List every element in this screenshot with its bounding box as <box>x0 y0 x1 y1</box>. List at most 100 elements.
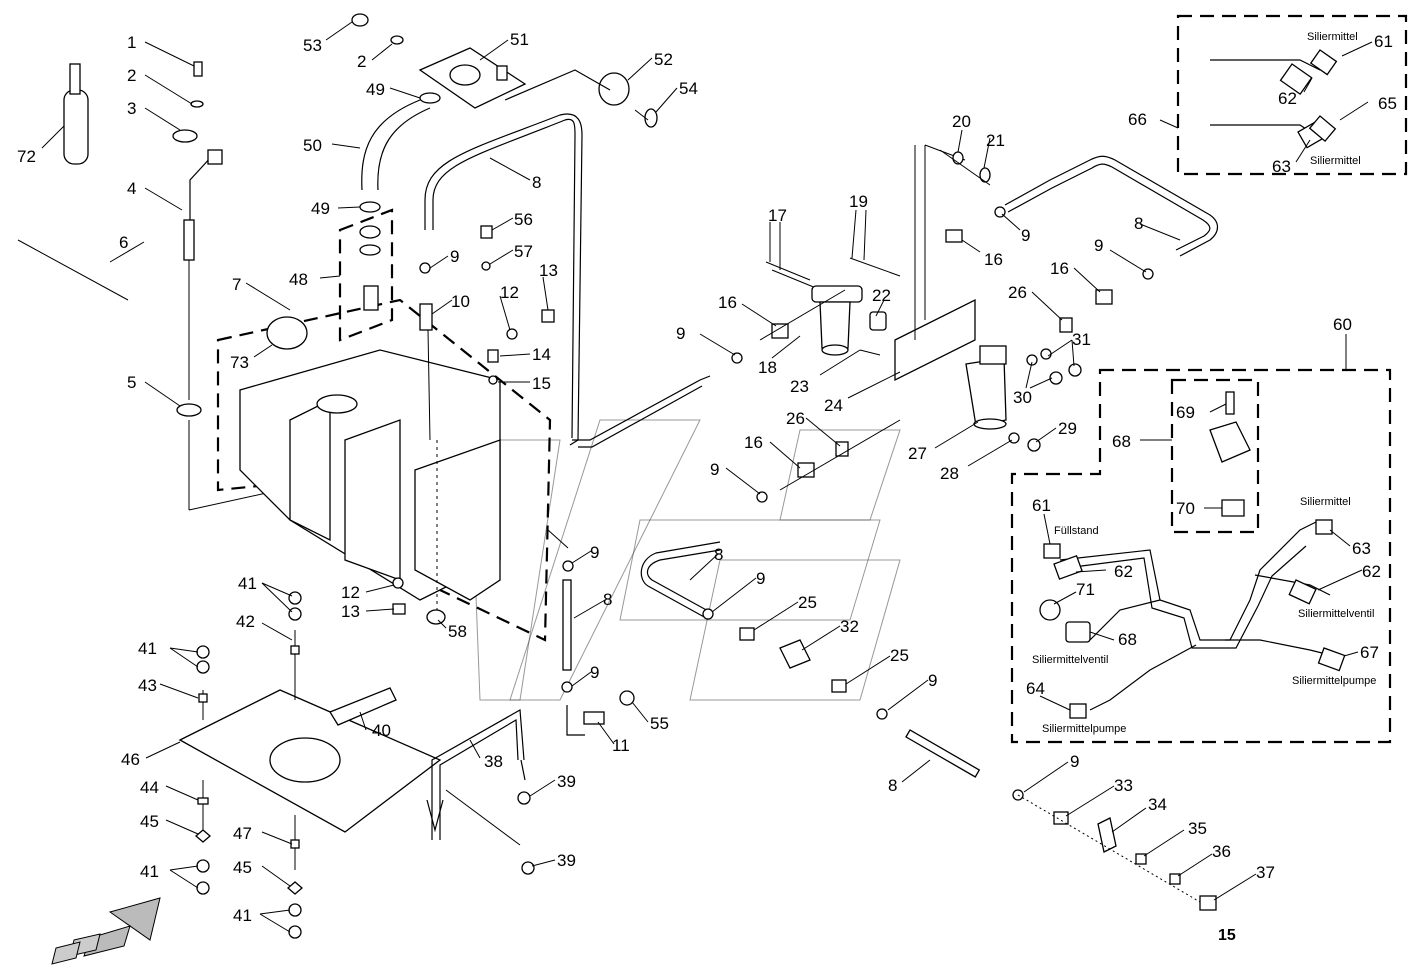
callout-1: 1 <box>127 33 136 52</box>
callout-16b: 16 <box>984 250 1003 269</box>
callout-8d: 8 <box>714 545 723 564</box>
svg-text:Füllstand: Füllstand <box>1054 525 1099 537</box>
cover-51 <box>351 13 658 128</box>
callout-32: 32 <box>840 617 859 636</box>
callout-22: 22 <box>872 286 891 305</box>
cable-tie-6 <box>17 239 129 301</box>
callout-49: 49 <box>366 80 385 99</box>
callout-13b: 13 <box>341 602 360 621</box>
cartridge-72 <box>63 63 89 165</box>
callout-9f: 9 <box>1094 236 1103 255</box>
callout-70: 70 <box>1176 499 1195 518</box>
callout-68b: 68 <box>1118 630 1137 649</box>
callout-31: 31 <box>1072 330 1091 349</box>
callout-69: 69 <box>1176 403 1195 422</box>
callout-numbers: 1 2 3 4 6 5 72 7 73 53 2 49 50 49 48 51 … <box>17 30 1397 925</box>
callout-49b: 49 <box>311 199 330 218</box>
callout-61b: 61 <box>1032 496 1051 515</box>
callout-67: 67 <box>1360 643 1379 662</box>
callout-2b: 2 <box>357 52 366 71</box>
callout-41d: 41 <box>233 906 252 925</box>
callout-5: 5 <box>127 373 136 392</box>
callout-3: 3 <box>127 99 136 118</box>
callout-24: 24 <box>824 396 843 415</box>
callout-58: 58 <box>448 622 467 641</box>
callout-25b: 25 <box>890 646 909 665</box>
svg-text:Siliermittelventil: Siliermittelventil <box>1298 608 1374 620</box>
callout-9g: 9 <box>710 460 719 479</box>
callout-44: 44 <box>140 778 159 797</box>
callout-13a: 13 <box>539 261 558 280</box>
callout-16d: 16 <box>744 433 763 452</box>
callout-12a: 12 <box>500 283 519 302</box>
callout-18: 18 <box>758 358 777 377</box>
callout-9b: 9 <box>590 543 599 562</box>
callout-37: 37 <box>1256 863 1275 882</box>
callout-63a: 63 <box>1272 157 1291 176</box>
callout-48: 48 <box>289 270 308 289</box>
callout-62b: 62 <box>1114 562 1133 581</box>
callout-41a: 41 <box>238 574 257 593</box>
callout-9e: 9 <box>1021 226 1030 245</box>
callout-4: 4 <box>127 179 136 198</box>
callout-8b: 8 <box>603 590 612 609</box>
callout-64: 64 <box>1026 679 1045 698</box>
callout-12b: 12 <box>341 583 360 602</box>
svg-text:Siliermittel: Siliermittel <box>1307 31 1358 43</box>
callout-11: 11 <box>612 736 630 755</box>
callout-33: 33 <box>1114 776 1133 795</box>
leader-lines <box>41 21 1373 933</box>
callout-68a: 68 <box>1112 432 1131 451</box>
callout-73: 73 <box>230 353 249 372</box>
callout-9d: 9 <box>676 324 685 343</box>
callout-27: 27 <box>908 444 927 463</box>
callout-8a: 8 <box>532 173 541 192</box>
callout-56: 56 <box>514 210 533 229</box>
tank-assembly <box>216 298 552 642</box>
callout-57: 57 <box>514 242 533 261</box>
callout-17: 17 <box>768 206 787 225</box>
callout-28: 28 <box>940 464 959 483</box>
svg-text:Siliermittel: Siliermittel <box>1300 496 1351 508</box>
callout-39b: 39 <box>557 851 576 870</box>
pipe-8-middle <box>640 289 1217 911</box>
callout-2: 2 <box>127 66 136 85</box>
callout-47: 47 <box>233 824 252 843</box>
callout-35: 35 <box>1188 819 1207 838</box>
callout-36: 36 <box>1212 842 1231 861</box>
callout-19: 19 <box>849 192 868 211</box>
callout-21: 21 <box>986 131 1005 150</box>
page-number: 15 <box>1218 927 1236 944</box>
callout-16a: 16 <box>718 293 737 312</box>
callout-72: 72 <box>17 147 36 166</box>
callout-20: 20 <box>952 112 971 131</box>
callout-6: 6 <box>119 233 128 252</box>
callout-15: 15 <box>532 374 551 393</box>
callout-34: 34 <box>1148 795 1167 814</box>
level-sensor-assembly <box>172 61 281 511</box>
pipe-8-vertical <box>547 529 635 736</box>
callout-26a: 26 <box>1008 283 1027 302</box>
callout-8e: 8 <box>888 776 897 795</box>
callout-39a: 39 <box>557 772 576 791</box>
svg-text:Siliermittelpumpe: Siliermittelpumpe <box>1042 723 1126 735</box>
callout-41b: 41 <box>138 639 157 658</box>
callout-53: 53 <box>303 36 322 55</box>
mounting-frame <box>178 687 535 875</box>
callout-38: 38 <box>484 752 503 771</box>
svg-text:Siliermittelventil: Siliermittelventil <box>1032 654 1108 666</box>
detail-box-66: Siliermittel Siliermittel <box>1176 14 1408 176</box>
callout-9i: 9 <box>928 671 937 690</box>
callout-14: 14 <box>532 345 551 364</box>
callout-25a: 25 <box>798 593 817 612</box>
callout-63b: 63 <box>1352 539 1371 558</box>
callout-55: 55 <box>650 714 669 733</box>
callout-51: 51 <box>510 30 529 49</box>
callout-29: 29 <box>1058 419 1077 438</box>
callout-30: 30 <box>1013 388 1032 407</box>
svg-text:Siliermittel: Siliermittel <box>1310 155 1361 167</box>
callout-9c: 9 <box>590 663 599 682</box>
callout-50: 50 <box>303 136 322 155</box>
bolt-stack-left <box>195 591 303 939</box>
